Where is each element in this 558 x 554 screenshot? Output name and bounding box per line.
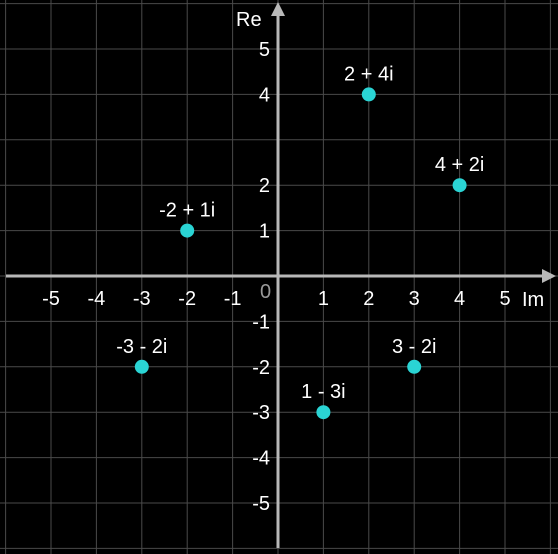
- data-point: [316, 405, 331, 420]
- x-tick-label: 1: [318, 288, 329, 310]
- x-axis-arrow-icon: [542, 269, 556, 283]
- origin-label: 0: [260, 281, 271, 303]
- point-label: -3 - 2i: [116, 336, 167, 358]
- y-tick-label: 1: [259, 221, 270, 243]
- axis-layer: Im Re 0: [6, 2, 556, 548]
- x-tick-label: 2: [363, 288, 374, 310]
- y-tick-label: -3: [252, 402, 270, 424]
- point-label: 3 - 2i: [392, 336, 436, 358]
- tick-label-layer: -5 -4 -3 -2 -1 1 2 3 4 5 5 4 2 1 -1 -2 -3 -4 -5: [42, 39, 510, 515]
- x-tick-label: 3: [409, 288, 420, 310]
- data-point: [361, 87, 376, 102]
- y-tick-label: 4: [259, 84, 270, 106]
- data-point: [180, 223, 195, 238]
- data-point: [407, 359, 422, 374]
- y-axis-arrow-icon: [271, 2, 285, 16]
- y-tick-label: -1: [252, 311, 270, 333]
- point-label: 1 - 3i: [301, 381, 345, 403]
- y-tick-label: -2: [252, 357, 270, 379]
- y-tick-label: 5: [259, 39, 270, 61]
- x-tick-label: 4: [454, 288, 465, 310]
- x-tick-label: -3: [133, 288, 151, 310]
- x-axis-label: Im: [522, 289, 544, 311]
- y-tick-label: -5: [252, 493, 270, 515]
- point-layer: 2 + 4i 4 + 2i -2 + 1i -3 - 2i 3 - 2i 1 - 3i: [116, 63, 484, 420]
- x-tick-label: -5: [42, 288, 60, 310]
- point-label: 4 + 2i: [435, 154, 484, 176]
- x-tick-label: -2: [178, 288, 196, 310]
- data-point: [134, 359, 149, 374]
- y-tick-label: -4: [252, 448, 270, 470]
- x-tick-label: -4: [88, 288, 106, 310]
- data-point: [452, 178, 467, 193]
- y-tick-label: 2: [259, 175, 270, 197]
- y-axis-label: Re: [236, 9, 262, 31]
- point-label: 2 + 4i: [344, 63, 393, 85]
- x-tick-label: -1: [224, 288, 242, 310]
- x-tick-label: 5: [499, 288, 510, 310]
- point-label: -2 + 1i: [159, 200, 215, 222]
